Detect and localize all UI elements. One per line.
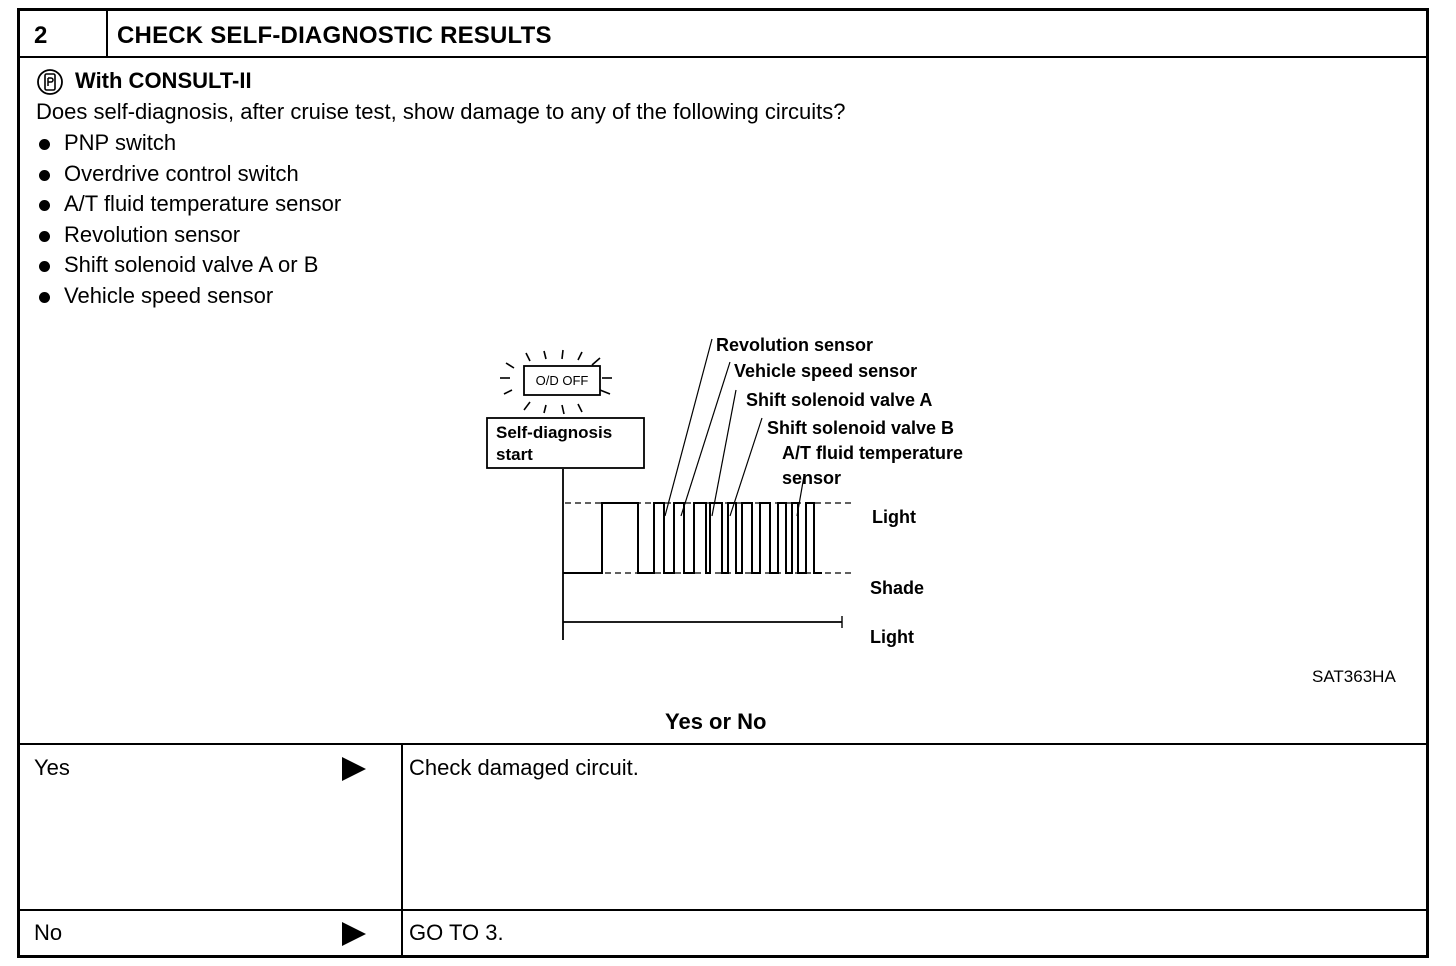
lamp-rays-icon — [500, 349, 612, 415]
list-item: Vehicle speed sensor — [36, 281, 341, 312]
start-label: start — [496, 445, 533, 464]
answer-yes-label: Yes — [34, 755, 70, 780]
arrow-right-icon — [342, 757, 366, 781]
list-item: A/T fluid temperature sensor — [36, 189, 341, 220]
level-label-light: Light — [872, 507, 916, 527]
list-item: Shift solenoid valve A or B — [36, 250, 341, 281]
self-diagnosis-start-box — [486, 417, 645, 469]
level-label-shade: Shade — [870, 578, 924, 598]
circuit-list: PNP switch Overdrive control switch A/T … — [36, 128, 341, 311]
list-item: PNP switch — [36, 128, 341, 159]
waveform-signal — [563, 502, 822, 574]
answer-rule — [20, 743, 1426, 745]
step-title: CHECK SELF-DIAGNOSTIC RESULTS — [117, 22, 552, 49]
consult-label: With CONSULT-II — [75, 68, 252, 93]
arrow-right-icon — [342, 922, 366, 946]
list-item: Revolution sensor — [36, 220, 341, 251]
start-label: Self-diagnosis — [496, 423, 612, 442]
header-divider — [106, 11, 108, 57]
sensor-label: sensor — [782, 468, 841, 488]
od-off-lamp-icon — [523, 365, 601, 396]
sensor-label: Shift solenoid valve B — [767, 418, 954, 438]
sensor-label: A/T fluid temperature — [782, 443, 963, 463]
step-number: 2 — [34, 22, 48, 49]
sensor-label: Vehicle speed sensor — [734, 361, 917, 381]
header-rule — [20, 56, 1426, 58]
list-item: Overdrive control switch — [36, 159, 341, 190]
answer-no-action: GO TO 3. — [409, 920, 504, 945]
sensor-label: Revolution sensor — [716, 335, 873, 355]
lamp-label: O/D OFF — [536, 373, 589, 388]
figure-code: SAT363HA — [1312, 667, 1396, 686]
answer-divider — [401, 743, 403, 955]
consult-ii-icon — [36, 68, 66, 103]
answer-row-rule — [20, 909, 1426, 911]
decision-heading: Yes or No — [665, 709, 767, 734]
question-text: Does self-diagnosis, after cruise test, … — [36, 99, 846, 124]
sensor-label: Shift solenoid valve A — [746, 390, 932, 410]
answer-yes-action: Check damaged circuit. — [409, 755, 639, 780]
level-label-light: Light — [870, 627, 914, 647]
answer-no-label: No — [34, 920, 63, 945]
diagnostic-step-table: 2 CHECK SELF-DIAGNOSTIC RESULTS With CON… — [17, 8, 1429, 958]
self-diagnosis-timing-diagram: O/D OFF Self-diagnosis start Revolution … — [486, 335, 963, 647]
